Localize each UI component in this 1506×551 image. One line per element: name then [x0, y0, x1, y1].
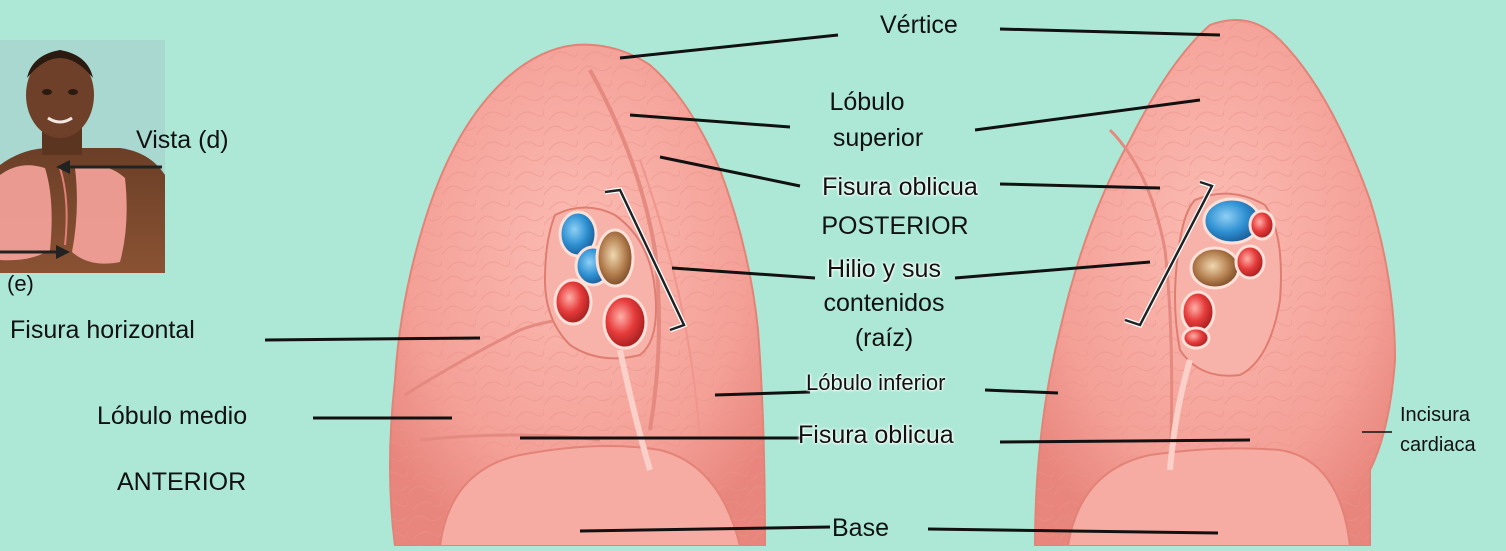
left-lung-medial [1035, 20, 1395, 546]
hilum-label-line3: (raíz) [855, 323, 913, 353]
lower-lobe-label: Lóbulo inferior [806, 368, 945, 398]
apex-label: Vértice [880, 10, 958, 40]
hilum-label-line2: contenidos [824, 288, 945, 318]
upper-lobe-label-line2: superior [833, 123, 923, 153]
posterior-label: POSTERIOR [821, 211, 968, 241]
view-d-label: Vista (d) [136, 125, 229, 155]
base-label: Base [832, 513, 889, 543]
person-thumbnail [0, 40, 165, 273]
middle-lobe-label: Lóbulo medio [97, 401, 247, 431]
view-e-label: (e) [7, 269, 34, 299]
cardiac-notch-label-line2: cardiaca [1400, 432, 1476, 458]
oblique-fissure-bottom-label: Fisura oblicua [798, 420, 954, 450]
horizontal-fissure-label: Fisura horizontal [10, 315, 195, 345]
anterior-label: ANTERIOR [117, 467, 246, 497]
oblique-fissure-top-label: Fisura oblicua [822, 172, 978, 202]
hilum-label-line1: Hilio y sus [827, 254, 941, 284]
cardiac-notch-label-line1: Incisura [1400, 402, 1470, 428]
upper-lobe-label-line1: Lóbulo [829, 87, 904, 117]
